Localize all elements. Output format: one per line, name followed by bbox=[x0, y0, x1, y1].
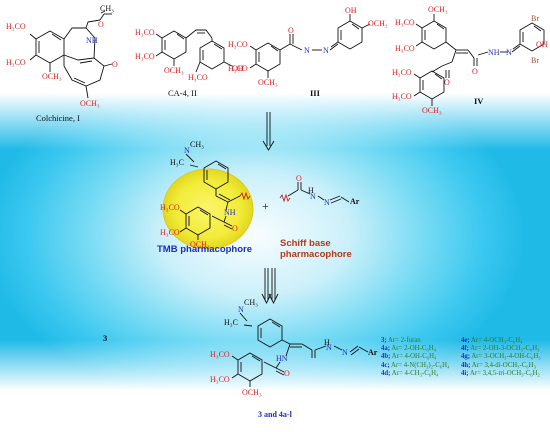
ca4-h3co: H₃CO bbox=[188, 73, 208, 82]
iv-h3co-2: H₃CO bbox=[395, 44, 415, 53]
product-schiff-n-1: N bbox=[326, 343, 332, 352]
colchicine-ome-2: H₃CO bbox=[6, 58, 26, 67]
product-nme-h3c: H₃C bbox=[224, 318, 238, 327]
product-ome-3: OCH₃ bbox=[242, 388, 262, 397]
iv-br-2: Br bbox=[531, 56, 539, 65]
ca4-bonds bbox=[155, 29, 233, 73]
ca4-caption: CA-4, II bbox=[168, 88, 197, 98]
iii-caption: III bbox=[310, 88, 320, 98]
compound-iii-bonds bbox=[249, 14, 371, 78]
legend-item: 3; Ar= 2-furan bbox=[381, 337, 421, 344]
wavy-bond-left bbox=[239, 191, 251, 201]
colchicine-bonds bbox=[29, 10, 113, 99]
iv-ome-1: H₃CO bbox=[392, 68, 412, 77]
legend-item: 4i; Ar= 3,4,5-tri-OCH₃-C₆H₂ bbox=[461, 369, 540, 377]
iv-br-1: Br bbox=[531, 14, 539, 23]
arrow-down-2 bbox=[261, 268, 279, 305]
tmb-pharmacophore-label: TMB pharmacophore bbox=[157, 244, 253, 255]
iii-nh: N bbox=[304, 46, 310, 55]
iv-n: N bbox=[506, 48, 512, 57]
colchicine-ome-1: H₃CO bbox=[6, 22, 26, 31]
top-fade bbox=[0, 0, 550, 150]
colchicine-caption: Colchicine, I bbox=[36, 113, 80, 123]
ca4-ome-1: H₃CO bbox=[135, 28, 155, 37]
design-ome-2: H₃CO bbox=[160, 228, 180, 237]
colchicine-carbonyl-o: O bbox=[98, 20, 104, 29]
design-n: N bbox=[184, 146, 190, 155]
ca4-oh: OH bbox=[232, 64, 244, 73]
schiff-h: H bbox=[308, 186, 314, 195]
colchicine-och3: OCH₃ bbox=[80, 99, 100, 108]
legend-right: 4e; Ar= 4-OCH₃-C₆H₄ 4f; Ar= 2-OH-3-OCH₃-… bbox=[461, 337, 541, 378]
iii-oh: OH bbox=[345, 6, 357, 15]
colchicine-ring-o: O bbox=[112, 60, 118, 69]
legend-item: 4b; Ar= 4-OH-C₆H₄ bbox=[381, 353, 437, 361]
schiff-n-2: N bbox=[324, 198, 330, 207]
legend-item: 4g; Ar= 3-OCH₃-4-OH-C₆H₃ bbox=[461, 353, 541, 361]
iv-o-1: O bbox=[472, 67, 478, 76]
iii-ome-3: OCH₃ bbox=[258, 78, 278, 87]
product-nh: HN bbox=[276, 354, 288, 363]
legend-item: 4h; Ar= 3,4-di-OCH₃-C₆H₃ bbox=[461, 361, 536, 369]
compound-iv-bonds bbox=[413, 14, 545, 106]
schiff-n-1: N bbox=[310, 192, 316, 201]
iv-oh: OH bbox=[536, 40, 548, 49]
legend-item: 4a; Ar= 2-OH-C₆H₄ bbox=[381, 345, 437, 353]
ca4-ome-3: OCH₃ bbox=[164, 66, 184, 75]
colchicine-ch3: CH₃ bbox=[100, 4, 114, 13]
legend-item: 4d; Ar= 4-CH₃-C₆H₄ bbox=[381, 369, 439, 377]
product-caption: 3 and 4a-l bbox=[258, 410, 292, 419]
iv-h3co-1: H₃CO bbox=[395, 18, 415, 27]
legend-item: 4c; Ar= 4-N(CH₃)₂-C₆H₄ bbox=[381, 361, 450, 369]
iv-caption: IV bbox=[474, 96, 484, 106]
iv-och3-top: OCH₃ bbox=[428, 5, 448, 14]
iii-och3: OCH₃ bbox=[368, 19, 388, 28]
product-ch3: CH₃ bbox=[244, 298, 258, 307]
schiff-ar: Ar bbox=[350, 197, 360, 206]
schiff-base-label: Schiff base pharmacophore bbox=[280, 238, 352, 260]
schiff-label-line1: Schiff base bbox=[280, 238, 331, 249]
product-o: O bbox=[284, 369, 290, 378]
product-schiff-h: H bbox=[324, 338, 330, 347]
design-nh: NH bbox=[224, 208, 236, 217]
product-ome-2: H₃CO bbox=[210, 375, 230, 384]
design-ome-3: OCH₃ bbox=[190, 240, 210, 249]
product-ome-1: H₃CO bbox=[210, 350, 230, 359]
bottom-fade bbox=[0, 340, 550, 432]
iv-ome-3: OCH₃ bbox=[422, 106, 442, 115]
iv-o-2: O bbox=[444, 78, 450, 87]
design-ome-1: H₃CO bbox=[160, 203, 180, 212]
product-bonds bbox=[231, 312, 369, 387]
product-number: 3 bbox=[103, 333, 108, 343]
colchicine-nh: NH bbox=[86, 36, 98, 45]
design-nme-h3c: H₃C bbox=[170, 158, 184, 167]
iii-carbonyl-o: O bbox=[288, 26, 294, 35]
arrow-down-1 bbox=[262, 112, 275, 151]
product-schiff-n-2: N bbox=[342, 348, 348, 357]
legend-item: 4f; Ar= 2-OH-3-OCH₃-C₆H₃ bbox=[461, 345, 540, 353]
iv-ome-2: H₃CO bbox=[392, 92, 412, 101]
schiff-label-line2: pharmacophore bbox=[280, 249, 352, 260]
design-ch3: CH₃ bbox=[190, 140, 204, 149]
wavy-bond-right bbox=[279, 193, 291, 203]
ca4-ome-2: H₃CO bbox=[135, 52, 155, 61]
iv-nh: NH bbox=[488, 48, 500, 57]
legend-item: 4e; Ar= 4-OCH₃-C₆H₄ bbox=[461, 337, 523, 344]
plus-sign: + bbox=[262, 199, 269, 213]
product-ar: Ar bbox=[368, 348, 378, 357]
design-o: O bbox=[232, 224, 238, 233]
colchicine-ome-3: OCH₃ bbox=[42, 72, 62, 81]
design-bonds bbox=[179, 153, 350, 240]
iii-n: N bbox=[323, 46, 329, 55]
iii-ome-1: H₃CO bbox=[228, 40, 248, 49]
schiff-o: O bbox=[296, 174, 302, 183]
legend-left: 3; Ar= 2-furan 4a; Ar= 2-OH-C₆H₄ 4b; Ar=… bbox=[381, 337, 449, 378]
product-n: N bbox=[238, 305, 244, 314]
iii-ome-2: H₃CO bbox=[228, 64, 248, 73]
